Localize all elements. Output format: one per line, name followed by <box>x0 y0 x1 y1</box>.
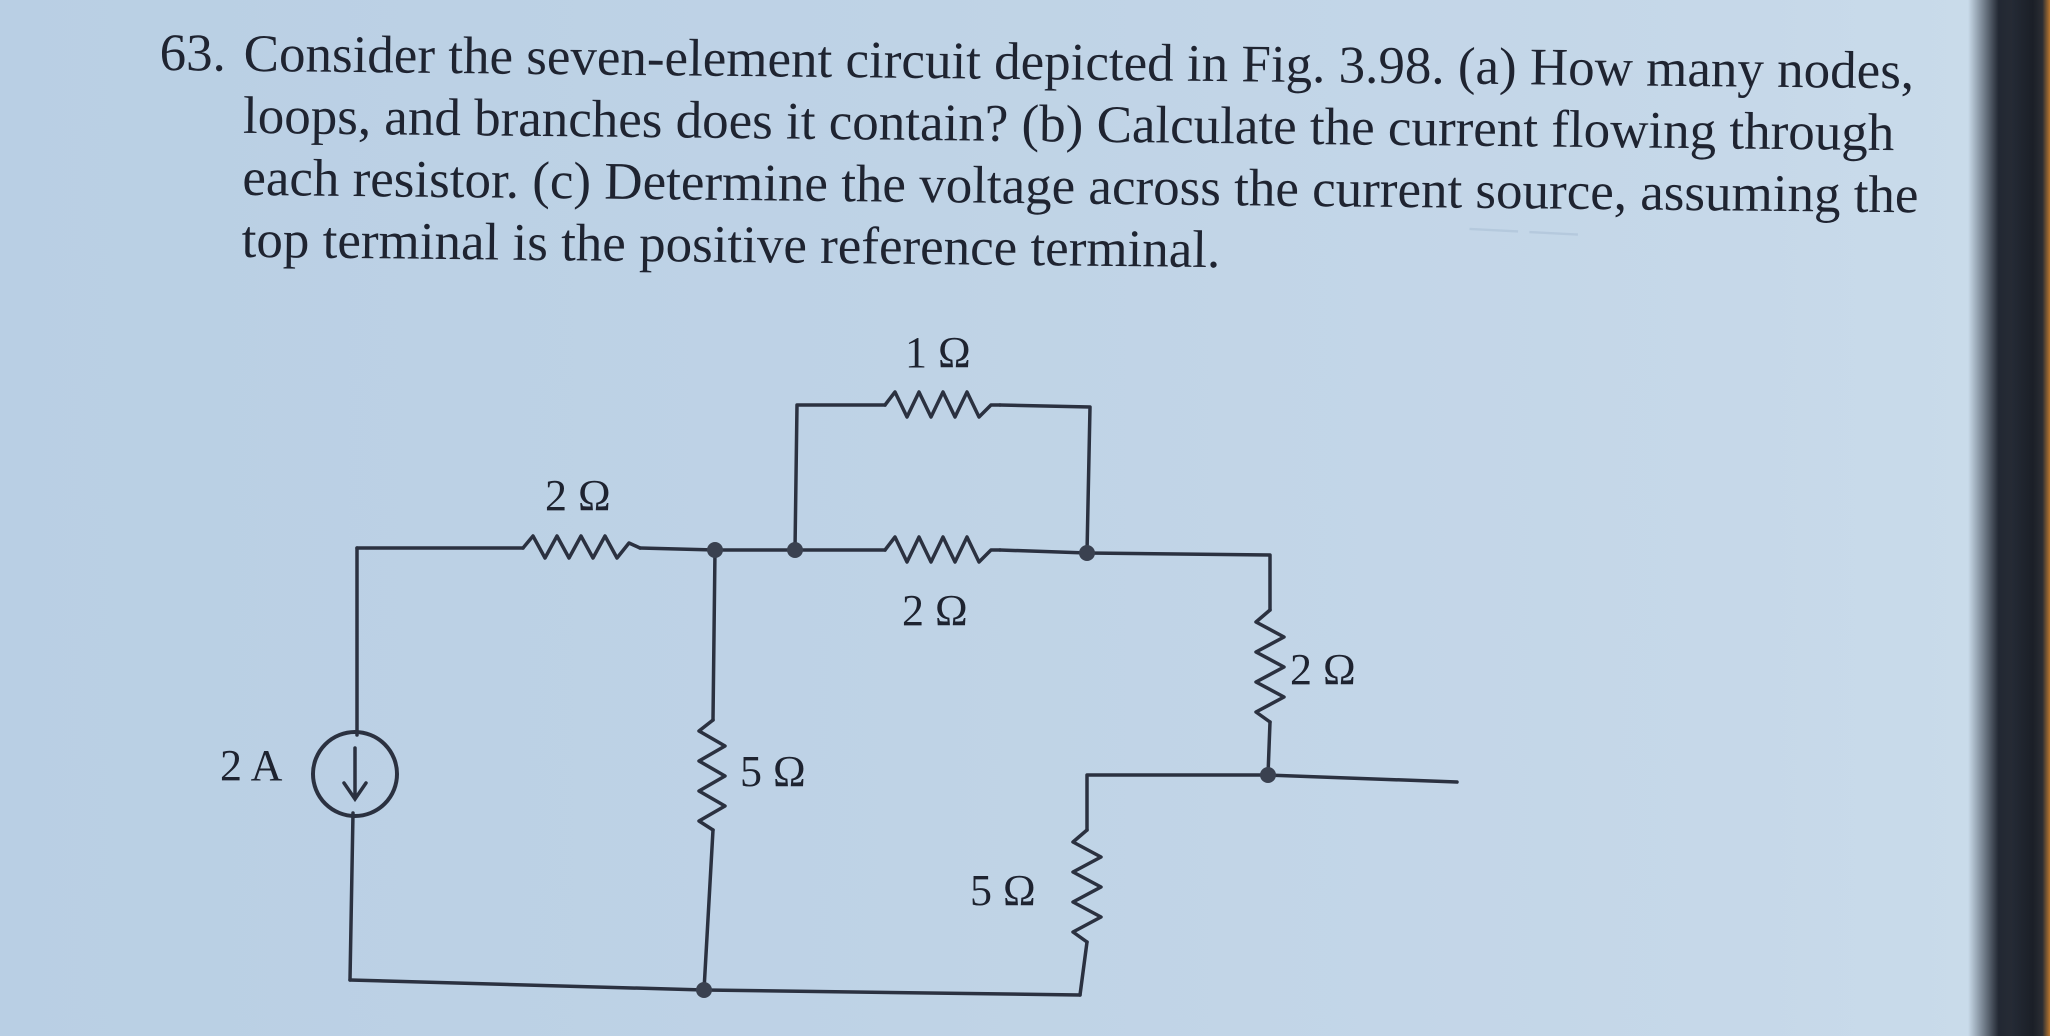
label-resistor-middle-vertical: 5 Ω <box>740 747 806 796</box>
node-dot-bottom <box>696 982 712 998</box>
wire-bottom-right <box>1078 940 1089 997</box>
wire-right-top <box>1085 551 1272 612</box>
wire-mid-parallel-right <box>998 548 1089 555</box>
wire-bottom <box>348 978 1082 997</box>
resistor-top-parallel <box>883 390 1002 419</box>
book-page-edge <box>2012 0 2050 1036</box>
node-dot-middle-left <box>707 542 723 558</box>
wire-middle-vertical-bottom <box>702 828 715 992</box>
resistor-middle-vertical <box>697 718 727 832</box>
wire-parallel-left <box>793 403 887 552</box>
wire-to-bottom-resistor <box>1085 773 1270 832</box>
node-dot-parallel-left <box>787 542 803 558</box>
label-resistor-bottom-right: 5 Ω <box>970 866 1036 915</box>
current-source <box>311 730 399 818</box>
label-current-source: 2 A <box>220 741 283 790</box>
label-resistor-right-vertical: 2 Ω <box>1290 645 1356 694</box>
resistor-mid-parallel <box>883 535 1002 564</box>
resistor-bottom-right <box>1071 828 1103 944</box>
resistor-top-left <box>521 534 642 560</box>
node-dot-right <box>1260 767 1276 783</box>
label-resistor-mid-parallel: 2 Ω <box>902 586 968 635</box>
arrow-down-icon <box>342 746 368 803</box>
wire-left-bottom <box>348 811 355 982</box>
resistor-right-vertical <box>1254 608 1286 724</box>
wire-middle-vertical-top <box>711 548 717 722</box>
node-dot-parallel-right <box>1079 545 1095 561</box>
wire-right-stub <box>1266 773 1459 784</box>
wire-right-vertical-bottom <box>1266 720 1272 777</box>
label-resistor-top-parallel: 1 Ω <box>905 328 971 377</box>
label-resistor-top-left: 2 Ω <box>545 471 611 520</box>
wire-parallel-top-right <box>998 403 1092 555</box>
